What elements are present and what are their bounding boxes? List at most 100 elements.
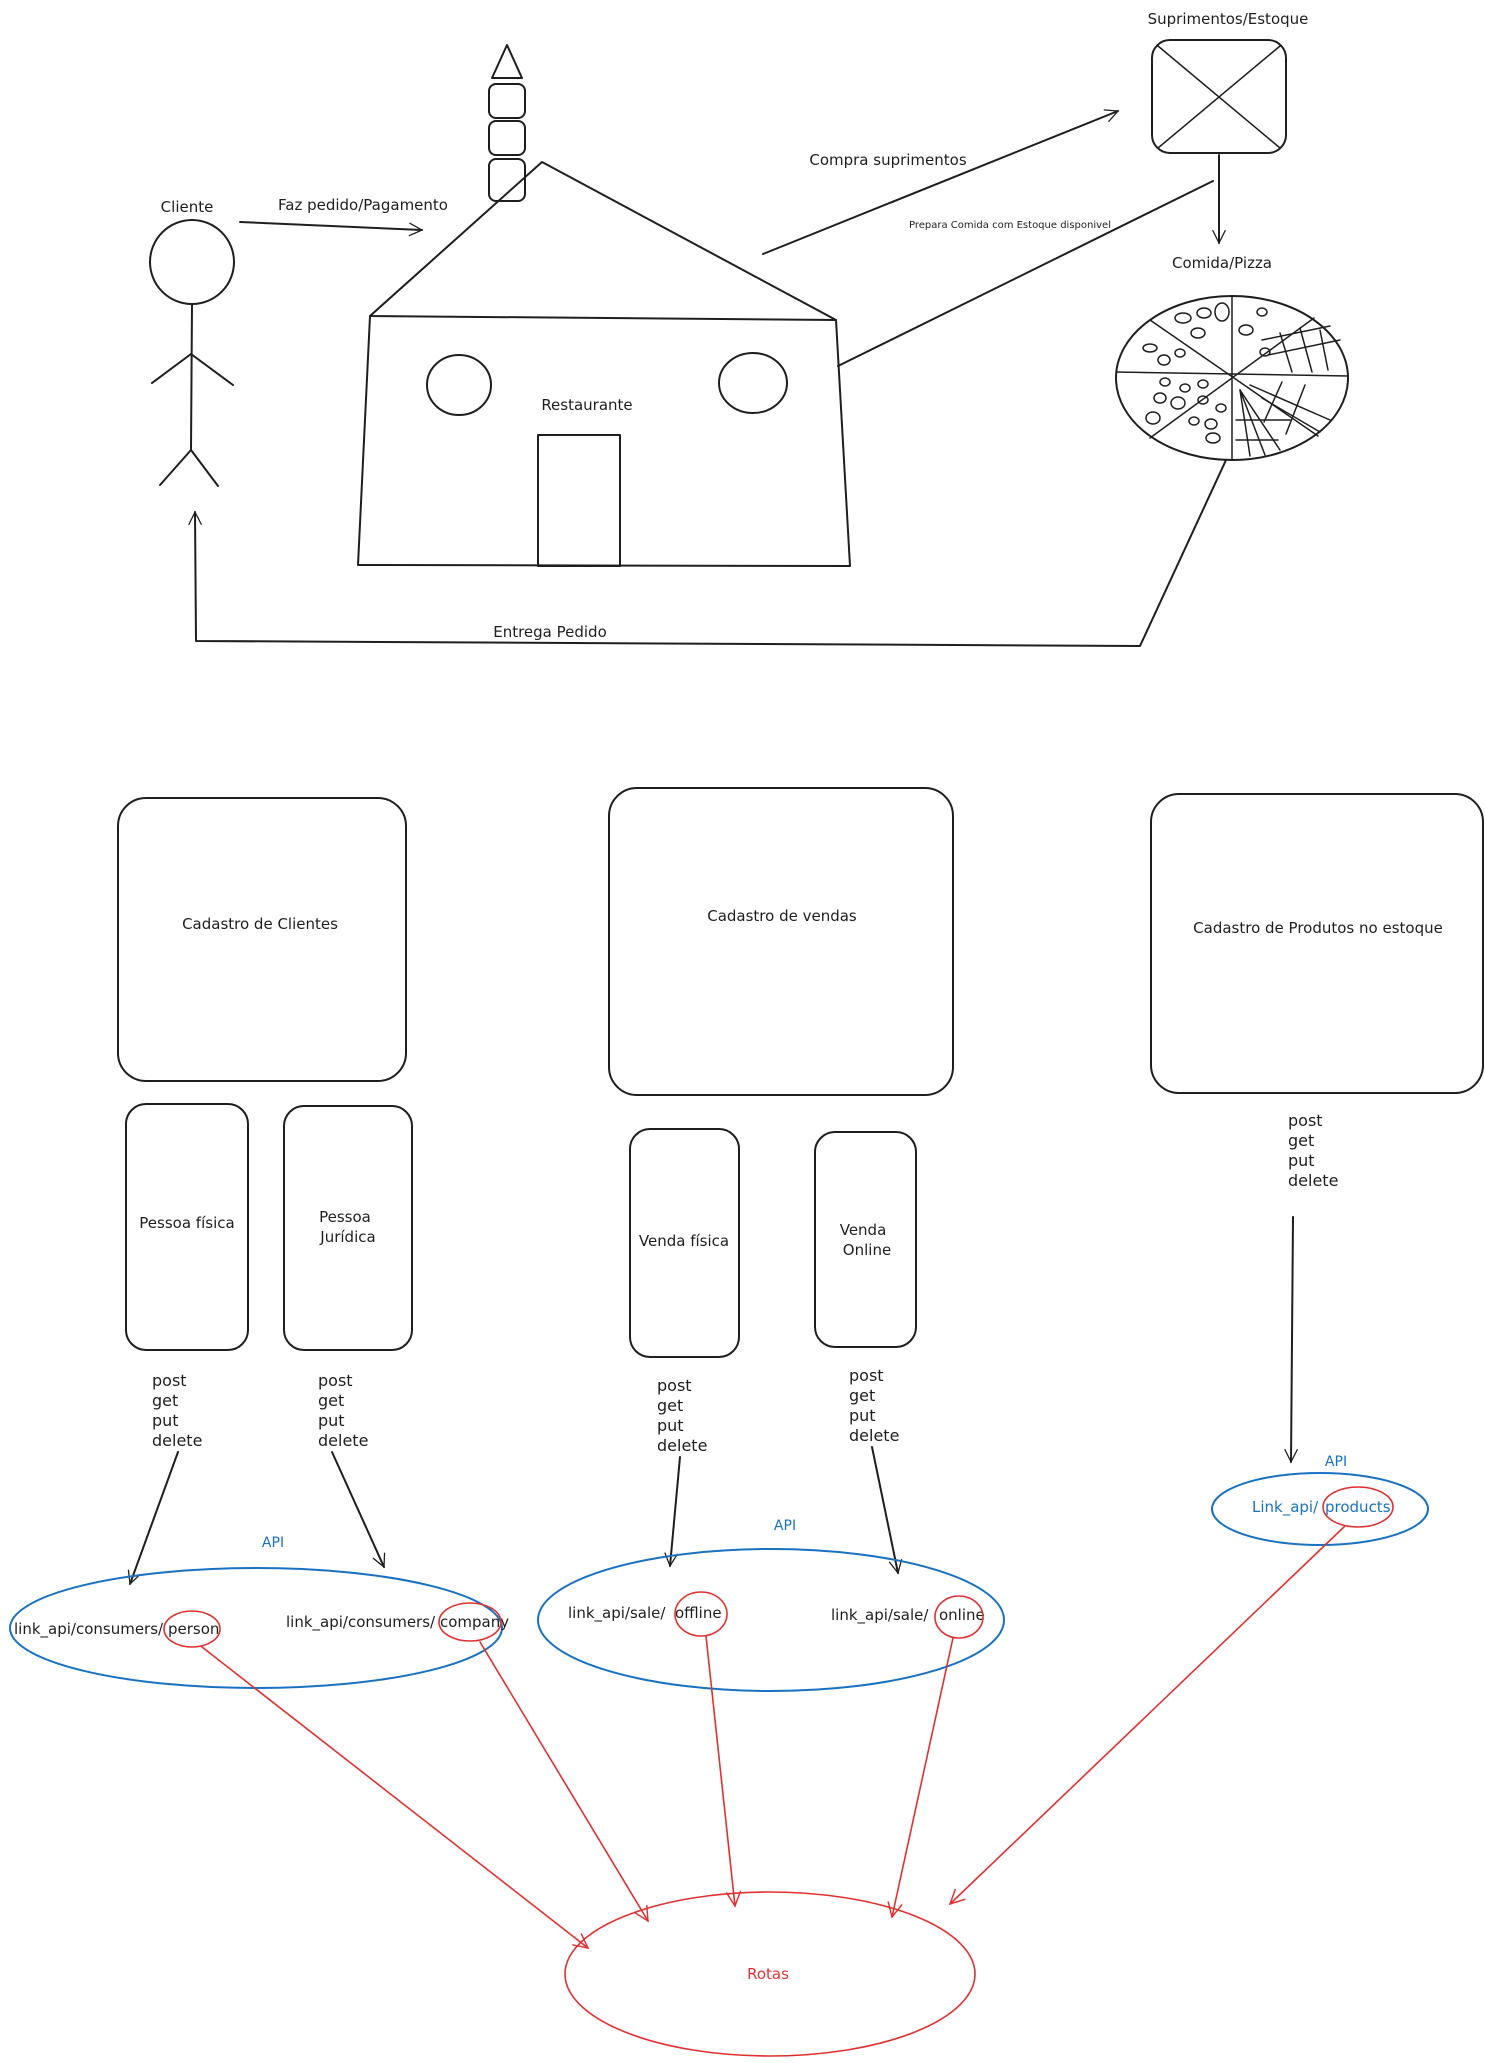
cliente-body	[190, 303, 193, 451]
arrow-produtos-to-api	[1284, 1216, 1299, 1464]
cadastro-produtos-title: Cadastro de Produtos no estoque	[1193, 919, 1443, 937]
cliente-leg-right	[190, 449, 219, 487]
methods-pessoa-juridica: post get put delete	[318, 1371, 368, 1450]
house-walls	[357, 315, 851, 567]
route-company-circle	[438, 1602, 502, 1642]
cadastro-vendas-box	[608, 787, 954, 1096]
arrow-vendafisica-to-api	[664, 1456, 681, 1568]
house-door	[537, 434, 621, 567]
pessoa-juridica-line1: Pessoa	[319, 1208, 371, 1226]
pedido-arrow	[239, 221, 424, 237]
method-delete: delete	[1288, 1171, 1338, 1190]
pessoa-fisica-box	[125, 1103, 249, 1351]
route-arrow-person	[201, 1646, 590, 1949]
cadastro-clientes-title: Cadastro de Clientes	[182, 915, 338, 933]
api-person-route[interactable]: person	[168, 1620, 219, 1638]
api-products-route[interactable]: products	[1325, 1498, 1391, 1516]
method-get: get	[849, 1386, 875, 1405]
method-post: post	[152, 1371, 187, 1390]
method-post: post	[657, 1376, 692, 1395]
method-put: put	[152, 1411, 179, 1430]
prepara-label: Prepara Comida com Estoque disponivel	[909, 220, 1111, 231]
compra-label: Compra suprimentos	[809, 151, 966, 169]
method-delete: delete	[657, 1436, 707, 1455]
estoque-label: Suprimentos/Estoque	[1148, 10, 1309, 28]
pizza-icon	[1115, 295, 1349, 461]
venda-online-line1: Venda	[840, 1221, 887, 1239]
compra-arrow	[762, 109, 1120, 255]
method-delete: delete	[849, 1426, 899, 1445]
method-get: get	[152, 1391, 178, 1410]
venda-online-line2: Online	[843, 1241, 891, 1259]
house-roof	[369, 161, 837, 321]
route-offline-circle	[674, 1591, 728, 1637]
cliente-label: Cliente	[161, 198, 214, 216]
venda-online-box	[814, 1131, 917, 1348]
api-company-route[interactable]: company	[440, 1613, 509, 1631]
method-put: put	[1288, 1151, 1315, 1170]
method-post: post	[849, 1366, 884, 1385]
api-online-prefix[interactable]: link_api/sale/	[831, 1606, 929, 1625]
api-sale-label: API	[774, 1518, 796, 1534]
api-offline-prefix[interactable]: link_api/sale/	[568, 1604, 666, 1623]
pessoa-juridica-line2: Jurídica	[319, 1228, 375, 1246]
method-get: get	[1288, 1131, 1314, 1150]
arrow-fisica-to-api	[127, 1451, 179, 1586]
route-arrow-company	[479, 1641, 649, 1923]
method-post: post	[318, 1371, 353, 1390]
methods-venda-fisica: post get put delete	[657, 1376, 707, 1455]
estoque-box	[1151, 39, 1287, 154]
api-products-label: API	[1325, 1454, 1347, 1470]
cliente-leg-left	[159, 449, 192, 486]
arrow-vendaonline-to-api	[871, 1446, 903, 1575]
pessoa-fisica-label: Pessoa física	[139, 1214, 234, 1232]
venda-fisica-label: Venda física	[639, 1232, 729, 1250]
entrega-arrow	[188, 459, 1227, 647]
method-put: put	[657, 1416, 684, 1435]
api-offline-route[interactable]: offline	[675, 1604, 722, 1622]
stick-figure-cliente	[149, 219, 235, 487]
house-window-left	[426, 354, 492, 416]
house-window-right	[718, 352, 788, 414]
pedido-label: Faz pedido/Pagamento	[278, 196, 448, 214]
methods-venda-online: post get put delete	[849, 1366, 899, 1445]
api-person-prefix[interactable]: link_api/consumers/	[14, 1620, 164, 1639]
entrega-label: Entrega Pedido	[493, 623, 607, 641]
method-put: put	[318, 1411, 345, 1430]
rotas-label: Rotas	[747, 1965, 789, 1983]
cliente-arm-right	[190, 353, 234, 386]
api-online-route[interactable]: online	[939, 1606, 985, 1624]
route-products-circle	[1322, 1486, 1394, 1528]
cliente-head	[149, 219, 235, 305]
cadastro-vendas-title: Cadastro de vendas	[707, 907, 857, 925]
methods-pessoa-fisica: post get put delete	[152, 1371, 202, 1450]
route-arrow-online	[887, 1637, 954, 1919]
pessoa-juridica-box	[283, 1105, 413, 1351]
api-products-prefix[interactable]: Link_api/	[1252, 1498, 1319, 1517]
api-consumers-label: API	[262, 1535, 284, 1551]
route-arrow-offline	[705, 1635, 742, 1908]
restaurante-label: Restaurante	[541, 396, 632, 414]
venda-fisica-box	[629, 1128, 740, 1358]
method-post: post	[1288, 1111, 1323, 1130]
api-products-ellipse	[1211, 1472, 1429, 1546]
api-sale-ellipse	[537, 1548, 1005, 1692]
route-arrow-products	[948, 1525, 1346, 1906]
route-person-circle	[163, 1610, 221, 1648]
chimney	[488, 44, 526, 202]
estoque-rect	[1151, 39, 1287, 154]
method-delete: delete	[152, 1431, 202, 1450]
prepara-line	[837, 180, 1214, 367]
method-delete: delete	[318, 1431, 368, 1450]
method-get: get	[657, 1396, 683, 1415]
method-put: put	[849, 1406, 876, 1425]
api-company-prefix[interactable]: link_api/consumers/	[286, 1613, 436, 1632]
method-get: get	[318, 1391, 344, 1410]
cliente-arm-left	[151, 353, 192, 384]
cadastro-produtos-box	[1150, 793, 1484, 1094]
arrow-juridica-to-api	[331, 1451, 386, 1569]
restaurante-house	[357, 161, 851, 567]
api-consumers-ellipse	[9, 1567, 503, 1689]
